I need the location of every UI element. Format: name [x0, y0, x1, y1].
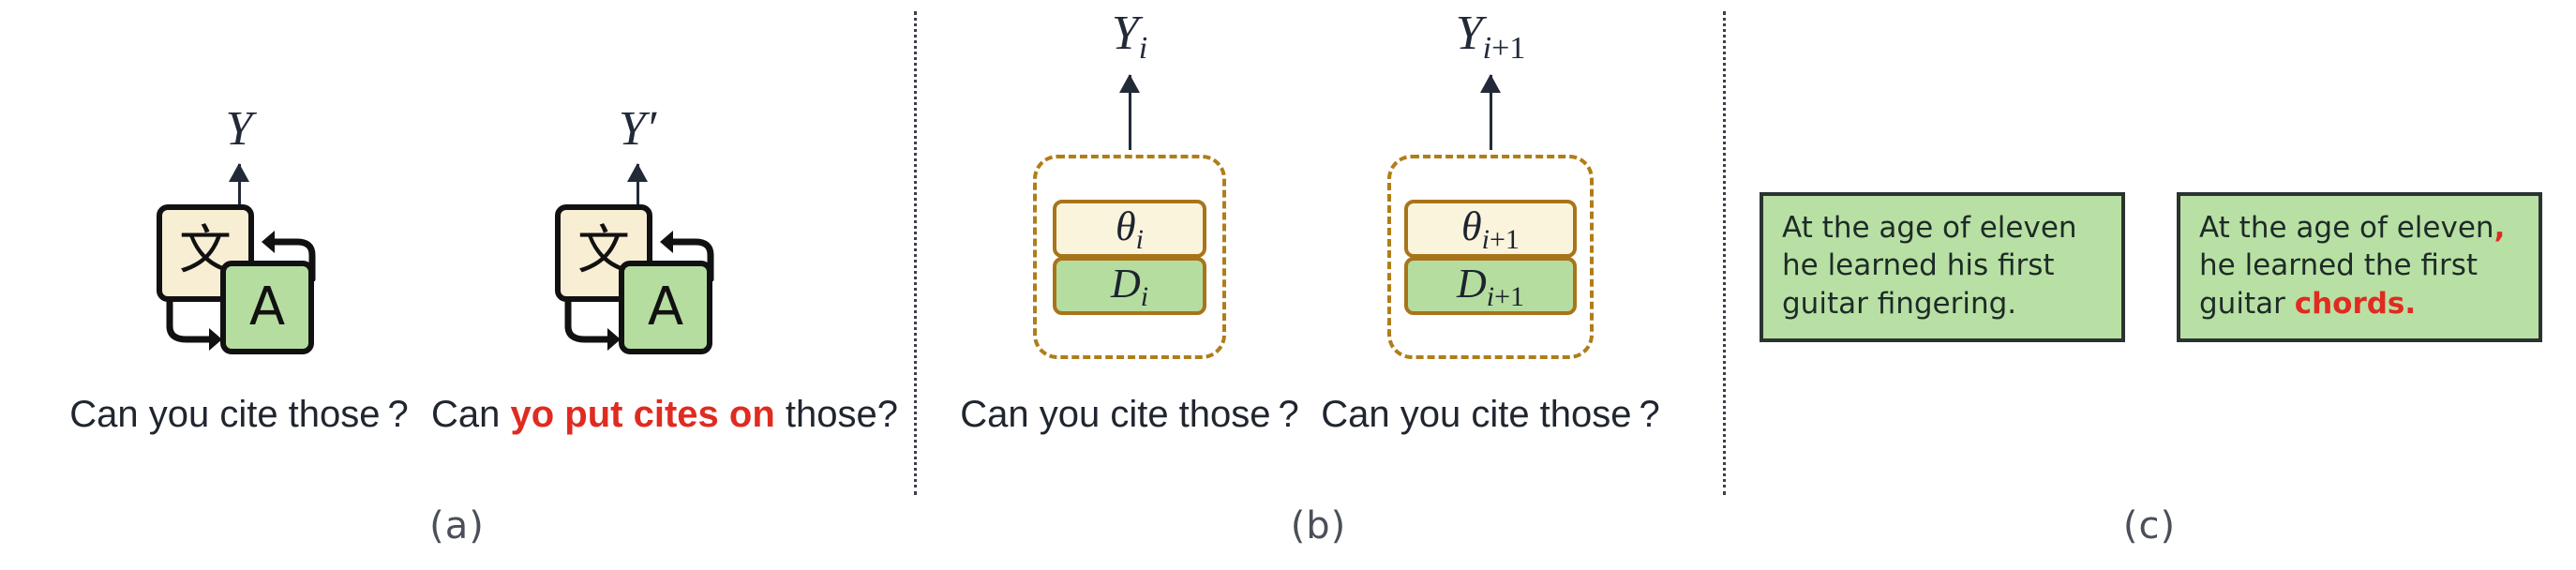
subscript-offset: +1 [1491, 31, 1526, 67]
subscript-index: i [1138, 31, 1148, 67]
panel-label-a: (a) [429, 504, 485, 548]
model-state-unit-i: Yi θi Di Can you cite those ? [942, 0, 1317, 469]
edit-highlight-word: chords. [2294, 286, 2417, 321]
parameter-box-theta: θi [1053, 200, 1206, 258]
subscript-index: i [1486, 280, 1495, 312]
caption-clean: Can you cite those ? [69, 394, 409, 435]
state-container-dashed [1033, 155, 1226, 359]
output-arrow [1480, 74, 1501, 150]
subscript-index: i [1140, 280, 1149, 312]
output-arrow [1119, 74, 1140, 150]
output-symbol-Yi1: Yi+1 [1455, 7, 1526, 67]
subscript-offset: +1 [1490, 223, 1520, 255]
translate-target-glyph: A [248, 277, 286, 338]
subscript-index: i [1135, 223, 1144, 255]
translate-arrow-left-icon [254, 223, 322, 281]
translate-icon: 文 A [157, 204, 322, 354]
output-symbol-Y: Y [225, 102, 253, 156]
text-card-original: At the age of eleven he learned his firs… [1760, 192, 2125, 342]
output-symbol-Y-prime: Y′ [618, 102, 657, 156]
prime-mark: ′ [645, 102, 657, 156]
translate-target-box: A [220, 261, 314, 354]
translate-icon: 文 A [555, 204, 720, 354]
caption-step-i-plus-1: Can you cite those ? [1321, 394, 1660, 435]
translate-arrow-right-icon [162, 296, 235, 356]
translate-arrow-right-icon [561, 296, 634, 356]
translate-target-glyph: A [647, 277, 684, 338]
caption-perturbed: Can yo put cites on those? [431, 394, 898, 435]
translation-unit-clean: Y 文 A [33, 0, 445, 469]
state-container-dashed [1387, 155, 1594, 359]
caption-highlight: yo put cites on [510, 394, 775, 435]
translate-target-box: A [619, 261, 712, 354]
parameter-box-theta: θi+1 [1404, 200, 1577, 258]
panel-label-c: (c) [2122, 504, 2177, 548]
panel-divider-1 [914, 11, 917, 495]
panel-b: Yi θi Di Can you cite those ? Yi+1 θi+1 [914, 0, 1723, 570]
panel-label-b: (b) [1290, 504, 1347, 548]
translate-source-box: 文 [555, 204, 652, 302]
subscript-offset: +1 [1494, 280, 1525, 312]
panel-divider-2 [1723, 11, 1726, 495]
caption-step-i: Can you cite those ? [960, 394, 1299, 435]
data-box-D: Di [1053, 257, 1206, 315]
subscript-index: i [1481, 223, 1490, 255]
edit-highlight-comma: , [2494, 211, 2506, 245]
panel-c: At the age of eleven he learned his firs… [1723, 0, 2576, 570]
model-state-unit-i-plus-1: Yi+1 θi+1 Di+1 Can you cite those ? [1303, 0, 1678, 469]
translate-arrow-left-icon [652, 223, 720, 281]
translation-unit-perturbed: Y′ 文 A [431, 0, 898, 469]
panel-a: Y 文 A [0, 0, 914, 570]
subscript-index: i [1482, 31, 1492, 67]
data-box-D: Di+1 [1404, 257, 1577, 315]
output-symbol-Yi: Yi [1111, 7, 1148, 67]
text-card-edited: At the age of eleven, he learned the fir… [2177, 192, 2542, 342]
